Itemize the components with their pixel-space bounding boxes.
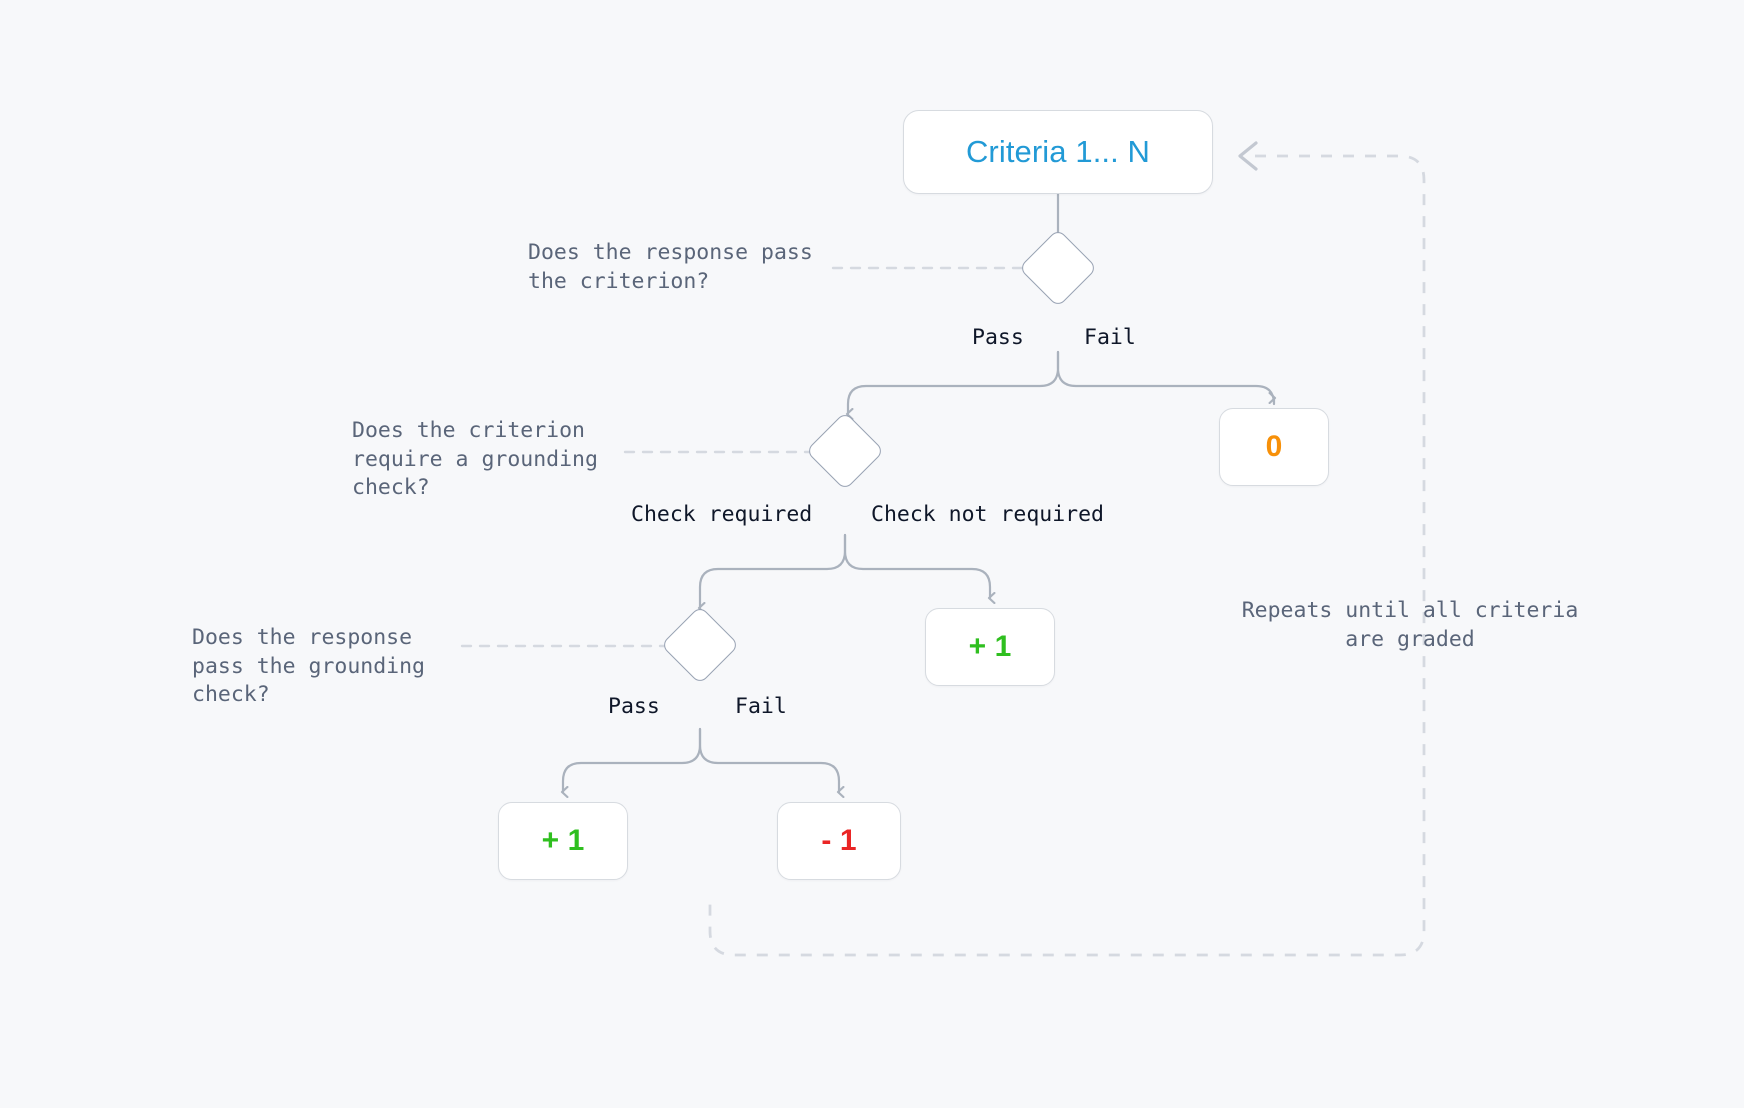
node-score-minus-one[interactable]: - 1 (777, 802, 901, 880)
edge-fail-to-zero (1056, 350, 1274, 406)
edge-label-pass-grounding: Pass (608, 694, 660, 719)
edge-groundfail-to-minusone (698, 727, 839, 792)
edge-groundpass-to-plusone (563, 727, 702, 792)
edge-label-check-required: Check required (631, 502, 813, 527)
question-grounding-pass: Does the response pass the grounding che… (192, 625, 425, 707)
node-score-zero-label: 0 (1265, 430, 1283, 463)
edge-label-check-not-required: Check not required (871, 502, 1104, 527)
node-score-zero[interactable]: 0 (1219, 408, 1329, 486)
decision-diamond-grounding-pass[interactable] (660, 605, 740, 685)
decision-diamond-criterion[interactable] (1018, 228, 1098, 308)
node-score-minus-one-label: - 1 (821, 824, 857, 857)
loop-arrow-icon (1238, 141, 1258, 171)
edge-label-pass-criterion: Pass (972, 325, 1024, 350)
edge-label-fail-criterion: Fail (1084, 325, 1136, 350)
edge-checkrequired-to-groundpass (700, 533, 847, 608)
loop-caption: Repeats until all criteria are graded (1241, 598, 1579, 652)
node-criteria[interactable]: Criteria 1... N (903, 110, 1213, 194)
question-criterion: Does the response pass the criterion? (528, 240, 813, 294)
node-score-plus-one-no-check[interactable]: + 1 (925, 608, 1055, 686)
edge-label-fail-grounding: Fail (735, 694, 787, 719)
decision-diamond-grounding-check[interactable] (805, 411, 885, 491)
edge-pass-to-grounding (848, 350, 1060, 414)
node-score-plus-one-grounding-pass-label: + 1 (541, 824, 585, 857)
question-grounding-required: Does the criterion require a grounding c… (352, 418, 598, 500)
node-criteria-label: Criteria 1... N (965, 134, 1151, 169)
edge-checknotrequired-to-plusone (843, 533, 990, 598)
node-score-plus-one-grounding-pass[interactable]: + 1 (498, 802, 628, 880)
node-score-plus-one-no-check-label: + 1 (968, 630, 1012, 663)
